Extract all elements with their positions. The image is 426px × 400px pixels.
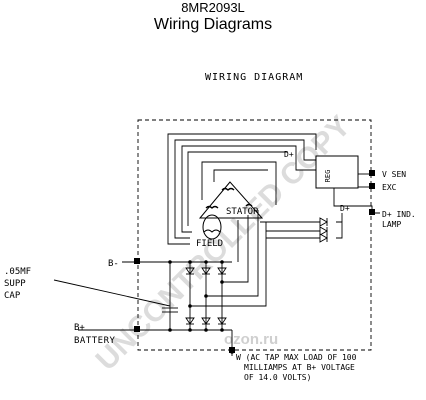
- field-coil: [202, 214, 222, 240]
- v-sen-label: V SEN: [382, 170, 406, 179]
- w-note-line-2: MILLIAMPS AT B+ VOLTAGE: [244, 363, 355, 372]
- page-subtitle: Wiring Diagrams: [153, 16, 273, 33]
- b-plus-label: B+: [74, 323, 85, 333]
- watermark: UNCONTROLLED COPY ozon.ru: [90, 110, 357, 377]
- exc-label: EXC: [382, 183, 397, 192]
- w-note-line-1: W (AC TAP MAX LOAD OF 100: [236, 353, 357, 362]
- watermark-site: ozon.ru: [224, 331, 278, 348]
- lamp-label: LAMP: [382, 220, 401, 229]
- internal-wiring: [53, 133, 380, 356]
- supp-cap-label-1: .05MF: [4, 267, 31, 277]
- supp-cap-label-2: SUPP: [4, 279, 26, 289]
- rectifier-diodes: [185, 217, 328, 325]
- d-plus-ind-label: D+ IND.: [382, 210, 416, 219]
- b-minus-label: B-: [108, 259, 119, 269]
- regulator-box: [315, 155, 359, 189]
- stator-label: STATOR: [226, 207, 259, 217]
- field-label: FIELD: [196, 239, 223, 249]
- diagram-title: WIRING DIAGRAM: [205, 72, 303, 83]
- w-note-line-3: OF 14.0 VOLTS): [244, 373, 311, 382]
- battery-label: BATTERY: [74, 336, 116, 346]
- stator-winding: [198, 181, 264, 219]
- regulator-label: REG: [324, 170, 332, 183]
- d-plus-label: D+: [340, 204, 350, 213]
- supp-cap-label-3: CAP: [4, 291, 21, 301]
- d-plus-top-label: D+: [284, 150, 294, 159]
- terminal-markers: [134, 170, 375, 353]
- model-title: 8MR2093L: [181, 0, 245, 15]
- junction-dots: [168, 260, 234, 354]
